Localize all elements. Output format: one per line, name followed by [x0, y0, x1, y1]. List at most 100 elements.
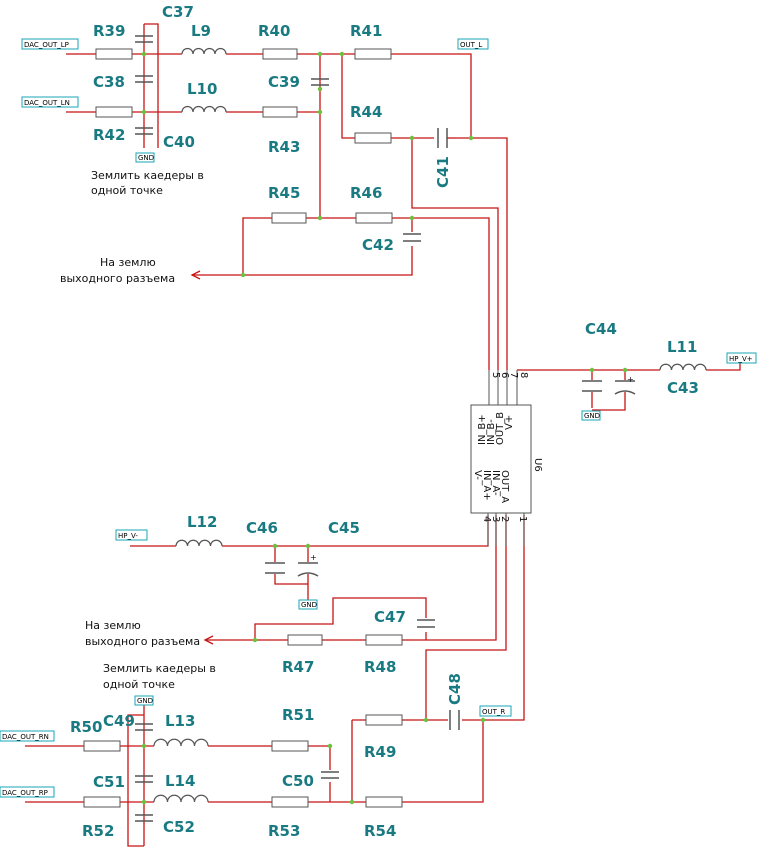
ground-output-2-line1: На землю — [85, 619, 141, 632]
ground-output-2-line2: выходного разъема — [85, 635, 200, 648]
label-r46: R46 — [350, 184, 382, 202]
resistor-r47[interactable] — [287, 634, 323, 646]
svg-text:DAC_OUT_LP: DAC_OUT_LP — [24, 41, 69, 49]
label-r41: R41 — [350, 22, 382, 40]
pin-4-name: V- — [472, 470, 483, 480]
ic-ref: U6 — [532, 458, 543, 472]
label-r48: R48 — [364, 658, 396, 676]
resistor-r43[interactable] — [262, 106, 298, 118]
inductor-l12[interactable] — [175, 539, 223, 547]
capacitor-c49[interactable] — [135, 723, 153, 731]
resistor-r42[interactable] — [95, 106, 133, 118]
label-c45: C45 — [328, 519, 360, 537]
label-l14: L14 — [165, 772, 195, 790]
resistor-r48[interactable] — [365, 634, 403, 646]
pin-2-name: IN_A- — [490, 470, 501, 496]
label-l13: L13 — [165, 712, 195, 730]
capacitor-c44[interactable] — [582, 380, 602, 392]
gnd-port-2 — [581, 410, 601, 421]
capacitor-c41[interactable] — [437, 128, 455, 148]
svg-text:GND: GND — [137, 697, 153, 705]
label-c39: C39 — [268, 73, 300, 91]
label-c41: C41 — [434, 156, 452, 188]
port-out-r[interactable] — [479, 705, 512, 717]
port-out-l[interactable] — [457, 38, 489, 50]
capacitor-c47[interactable] — [417, 619, 435, 628]
capacitor-c52[interactable] — [135, 814, 153, 822]
output-ground-arrows — [190, 270, 214, 645]
inductor-l13[interactable] — [153, 738, 209, 747]
capacitor-c50[interactable] — [321, 771, 339, 779]
label-r40: R40 — [258, 22, 290, 40]
capacitor-c40[interactable] — [135, 127, 153, 135]
label-r51: R51 — [282, 706, 314, 724]
pin-6-name: IN_B- — [486, 419, 497, 445]
label-c50: C50 — [282, 772, 314, 790]
capacitors: + + — [135, 35, 636, 822]
capacitor-c39[interactable] — [311, 78, 329, 86]
capacitor-c38[interactable] — [135, 75, 153, 83]
label-l10: L10 — [187, 80, 217, 98]
port-dac-out-ln[interactable] — [21, 96, 79, 108]
resistor-r45[interactable] — [271, 212, 307, 224]
label-r47: R47 — [282, 658, 314, 676]
pin-3-name: IN_A+ — [481, 470, 492, 501]
resistor-r52[interactable] — [83, 796, 121, 808]
label-c40: C40 — [163, 133, 195, 151]
resistor-r39[interactable] — [95, 48, 133, 60]
label-c42: C42 — [362, 236, 394, 254]
pin-7-name: OUT_B — [495, 412, 506, 445]
inductor-l14[interactable] — [153, 794, 209, 803]
label-l11: L11 — [667, 338, 697, 356]
label-l9: L9 — [191, 22, 211, 40]
port-dac-out-lp[interactable] — [21, 38, 79, 50]
ic-u6[interactable]: 5 6 7 8 IN_B+ IN_B- OUT_B V+ V- IN_A+ IN… — [470, 370, 543, 546]
inductor-l11[interactable] — [659, 363, 707, 371]
resistor-r49[interactable] — [365, 714, 403, 726]
ground-note-2-line2: одной точке — [103, 678, 175, 691]
pin-7-num: 7 — [508, 372, 519, 378]
resistor-r41[interactable] — [354, 48, 392, 60]
svg-text:DAC_OUT_RN: DAC_OUT_RN — [2, 733, 49, 741]
label-r54: R54 — [364, 822, 396, 840]
pin-8-num: 8 — [518, 372, 529, 378]
pin-5-num: 5 — [490, 372, 501, 378]
annotations: Землить каедеры в одной точке На землю в… — [60, 169, 216, 691]
port-dac-out-rp[interactable] — [0, 786, 55, 798]
ground-note-1-line1: Землить каедеры в — [91, 169, 204, 182]
label-c46: C46 — [246, 519, 278, 537]
inductor-l10[interactable] — [181, 105, 227, 113]
capacitor-c37[interactable] — [135, 35, 153, 43]
svg-text:HP_V+: HP_V+ — [729, 355, 753, 363]
arrow-left-icon — [190, 270, 201, 280]
capacitor-c46[interactable] — [265, 562, 285, 574]
label-r49: R49 — [364, 743, 396, 761]
resistor-r40[interactable] — [262, 48, 298, 60]
capacitor-c51[interactable] — [135, 775, 153, 783]
inductor-l9[interactable] — [181, 47, 227, 55]
junctions — [141, 51, 628, 805]
label-c47: C47 — [374, 608, 406, 626]
pin-2-num: 2 — [499, 516, 510, 522]
capacitor-c42[interactable] — [403, 233, 421, 242]
resistor-r54[interactable] — [365, 796, 403, 808]
ground-note-2-line1: Землить каедеры в — [103, 662, 216, 675]
port-hp-vplus[interactable] — [726, 352, 757, 364]
port-dac-out-rn[interactable] — [0, 730, 55, 742]
resistor-r44[interactable] — [354, 132, 392, 144]
capacitor-c45[interactable]: + — [297, 553, 319, 577]
ground-note-1-line2: одной точке — [91, 184, 163, 197]
gnd-port-1 — [135, 152, 155, 163]
resistor-r51[interactable] — [271, 740, 309, 752]
resistor-r53[interactable] — [271, 796, 309, 808]
capacitor-c48[interactable] — [449, 710, 460, 730]
gnd-port-4 — [134, 695, 154, 706]
capacitor-c43[interactable]: + — [614, 375, 636, 395]
svg-text:GND: GND — [138, 154, 154, 162]
resistor-r46[interactable] — [355, 212, 393, 224]
port-hp-vminus[interactable] — [115, 529, 148, 541]
resistors — [83, 48, 403, 808]
resistor-r50[interactable] — [83, 740, 121, 752]
label-r52: R52 — [82, 822, 114, 840]
label-c43: C43 — [667, 379, 699, 397]
